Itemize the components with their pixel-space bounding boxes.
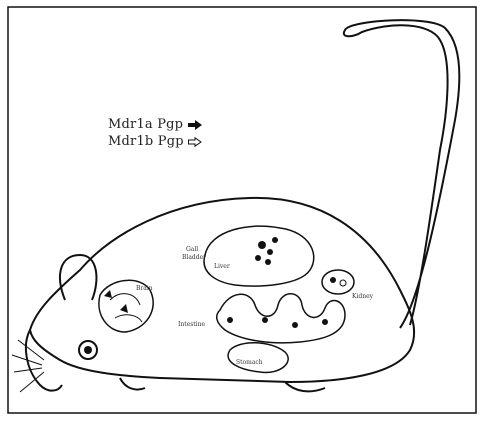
label-gall: Gall — [186, 246, 198, 253]
label-liver: Liver — [214, 263, 230, 270]
label-brain: Brain — [136, 285, 153, 292]
hind-foot — [285, 382, 325, 391]
filled-arrow-icon — [188, 120, 202, 130]
outline-arrow-icon — [188, 137, 202, 147]
mouse-body — [30, 198, 414, 382]
label-bladder: Bladder — [182, 254, 206, 261]
kidney-outline — [322, 270, 354, 294]
front-foot — [120, 378, 145, 390]
gall-bladder-markers — [255, 237, 278, 265]
label-kidney: Kidney — [352, 293, 374, 300]
legend-item-mdr1b: Mdr1b Pgp — [108, 134, 202, 149]
stomach-outline — [228, 343, 288, 373]
label-intestine: Intestine — [178, 321, 205, 328]
legend-label-mdr1a: Mdr1a Pgp — [108, 117, 183, 132]
mouse-tail — [344, 20, 460, 328]
figure-border — [8, 7, 476, 413]
legend-label-mdr1b: Mdr1b Pgp — [108, 134, 184, 149]
intestine-outline — [217, 294, 345, 343]
label-stomach: Stomach — [236, 359, 263, 366]
legend-item-mdr1a: Mdr1a Pgp — [108, 117, 202, 132]
mouse-snout — [26, 330, 62, 391]
mouse-ear — [60, 255, 96, 300]
